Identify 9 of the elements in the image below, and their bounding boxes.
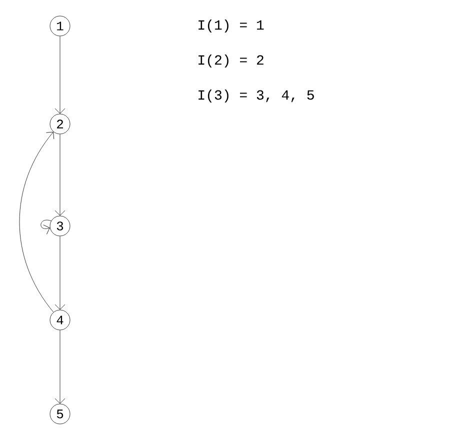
arrow xyxy=(54,330,66,404)
equation-label: I(3) = 3, 4, 5 xyxy=(198,89,314,102)
arrow xyxy=(40,220,52,234)
equation-label: I(1) = 1 xyxy=(198,19,264,33)
equation-label: I(2) = 2 xyxy=(198,54,264,68)
arrow xyxy=(54,236,66,310)
arrow xyxy=(19,132,54,312)
arrow xyxy=(54,36,66,114)
arrow xyxy=(54,134,66,216)
